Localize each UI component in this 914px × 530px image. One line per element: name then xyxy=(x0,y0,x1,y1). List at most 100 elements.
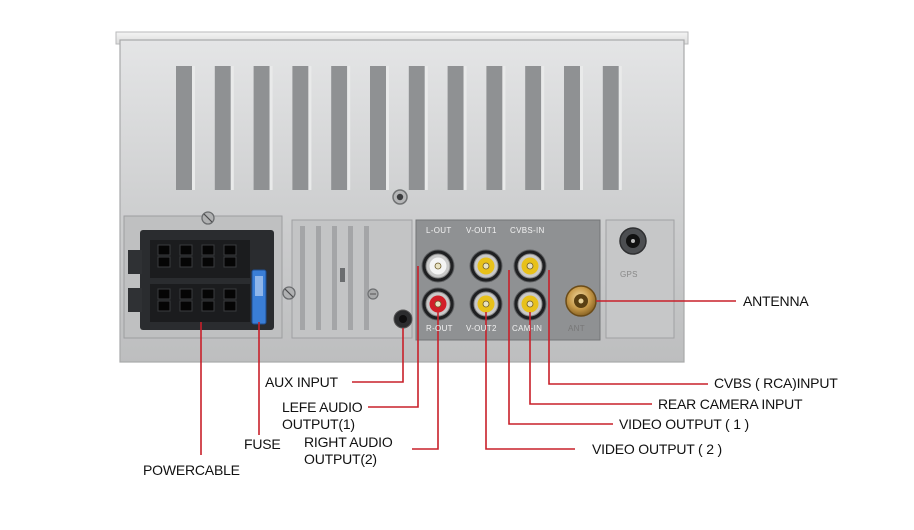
leader-aux xyxy=(352,328,404,383)
gps-socket xyxy=(619,227,647,255)
callout-left-audio-line2: OUTPUT(1) xyxy=(282,416,355,432)
connector-pin xyxy=(223,288,237,300)
connector-pin xyxy=(179,244,193,256)
leader-video2 xyxy=(485,312,575,450)
aux-jack xyxy=(393,309,413,329)
jack-label-ant: ANT xyxy=(568,324,585,333)
middle-bay-hole xyxy=(340,268,345,282)
vent-slot-highlight xyxy=(308,66,312,190)
callout-powercable: POWERCABLE xyxy=(143,462,240,478)
callout-video-output-2: VIDEO OUTPUT ( 2 ) xyxy=(592,441,722,457)
connector-pin xyxy=(201,244,215,256)
jack-cvbs-in-pin xyxy=(526,262,534,270)
connector-screw-side-slot xyxy=(284,288,294,298)
vent-slot-highlight xyxy=(347,66,351,190)
connector-pin xyxy=(157,244,171,256)
vent-slot-highlight xyxy=(463,66,467,190)
jack-v-out1 xyxy=(469,249,503,283)
vent-slot-highlight xyxy=(618,66,622,190)
jack-label-gps: GPS xyxy=(620,270,638,279)
antenna-socket xyxy=(565,285,597,317)
connector-pin xyxy=(157,256,171,268)
vent-slot xyxy=(564,66,580,190)
leader-video1 xyxy=(508,270,613,425)
vent-slot xyxy=(408,66,425,190)
callout-rear-camera-input: REAR CAMERA INPUT xyxy=(658,396,803,412)
mount-screw-hole xyxy=(396,193,404,201)
vent-slot-highlight xyxy=(424,66,428,190)
middle-slot xyxy=(348,226,353,330)
vent-slot xyxy=(370,66,386,190)
middle-slot xyxy=(364,226,369,330)
connector-pin xyxy=(179,300,193,312)
leader-camera xyxy=(529,312,652,405)
jack-cam-in-pin xyxy=(526,300,534,308)
jack-v-out1-pin xyxy=(482,262,490,270)
connector-pin xyxy=(157,288,171,300)
jack-l-out xyxy=(421,249,455,283)
vent-slot-highlight xyxy=(541,66,545,190)
callout-left-audio-line1: LEFE AUDIO xyxy=(282,399,363,415)
middle-bay-slots xyxy=(300,226,369,330)
jack-v-out2 xyxy=(469,287,503,321)
callout-leader-lines xyxy=(200,266,736,455)
leader-cvbs xyxy=(548,270,708,385)
vent-slot-highlight xyxy=(502,66,506,190)
vent-slots xyxy=(176,66,622,190)
vent-slot xyxy=(486,66,503,190)
callout-fuse: FUSE xyxy=(244,436,281,452)
leader-right-audio xyxy=(412,312,439,450)
connector-pin xyxy=(157,300,171,312)
vent-slot-highlight xyxy=(230,66,234,190)
connector-pin xyxy=(223,256,237,268)
vent-slot-highlight xyxy=(192,66,195,190)
connector-pin xyxy=(201,288,215,300)
vent-slot xyxy=(525,66,542,190)
middle-slot xyxy=(332,226,337,330)
connector-pin xyxy=(223,244,237,256)
vent-slot xyxy=(292,66,309,190)
callout-right-audio-line1: RIGHT AUDIO xyxy=(304,434,393,450)
jack-label-v-out1: V-OUT1 xyxy=(466,226,497,235)
iso-power-connector xyxy=(128,230,274,330)
jack-cam-in xyxy=(513,287,547,321)
connector-screw-top-slot xyxy=(203,213,213,223)
fuse-window xyxy=(255,276,263,296)
connector-pin xyxy=(201,256,215,268)
jack-label-v-out2: V-OUT2 xyxy=(466,324,497,333)
rca-jacks xyxy=(421,249,547,321)
jack-label-l-out: L-OUT xyxy=(426,226,452,235)
callout-video-output-1: VIDEO OUTPUT ( 1 ) xyxy=(619,416,749,432)
connector-pin xyxy=(179,288,193,300)
vent-slot xyxy=(214,66,231,190)
connector-pin xyxy=(201,300,215,312)
jack-label-r-out: R-OUT xyxy=(426,324,453,333)
middle-slot xyxy=(316,226,321,330)
vent-slot xyxy=(602,66,619,190)
jack-r-out-pin xyxy=(434,300,442,308)
vent-slot xyxy=(331,66,348,190)
vent-slot-highlight xyxy=(386,66,389,190)
callout-right-audio-line2: OUTPUT(2) xyxy=(304,451,377,467)
connector-pin xyxy=(223,300,237,312)
vent-slot xyxy=(447,66,464,190)
jack-label-cvbs-in: CVBS-IN xyxy=(510,226,545,235)
middle-slot xyxy=(300,226,305,330)
jack-r-out xyxy=(421,287,455,321)
vent-slot xyxy=(253,66,270,190)
vent-slot-highlight xyxy=(269,66,273,190)
callout-antenna: ANTENNA xyxy=(743,293,809,309)
jack-v-out2-pin xyxy=(482,300,490,308)
connector-pin xyxy=(179,256,193,268)
callout-aux-input: AUX INPUT xyxy=(265,374,338,390)
vent-slot xyxy=(176,66,192,190)
jack-cvbs-in xyxy=(513,249,547,283)
vent-slot-highlight xyxy=(580,66,583,190)
leader-left-audio xyxy=(368,266,419,408)
jack-l-out-pin xyxy=(434,262,442,270)
connector-pins xyxy=(157,244,237,312)
callout-cvbs-input: CVBS ( RCA)INPUT xyxy=(714,375,838,391)
jack-label-cam-in: CAM-IN xyxy=(512,324,543,333)
